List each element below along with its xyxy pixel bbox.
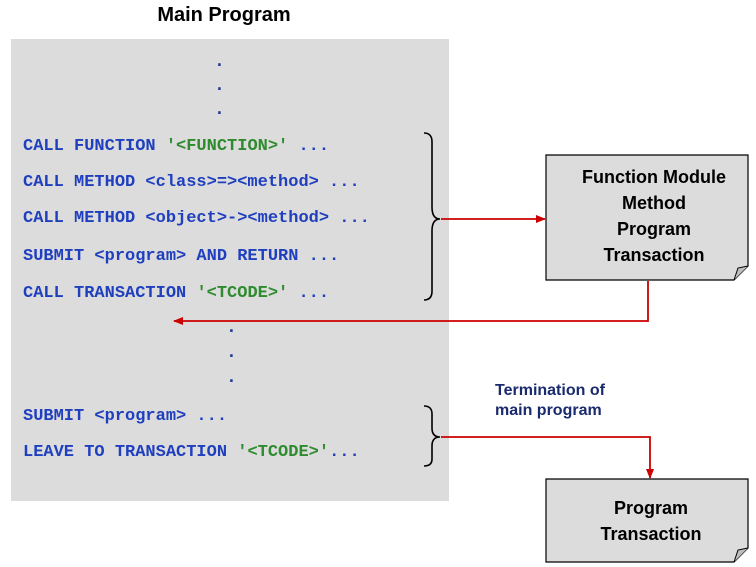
code-tail: ... [288,284,330,303]
ellipsis-dot: . [214,100,225,120]
folded-corner [733,265,749,281]
ellipsis-dot: . [214,52,225,72]
box-label-line: Function Module [582,167,726,187]
code-line-submit: SUBMIT <program> ... [23,407,227,426]
ellipsis-dot: . [226,368,237,388]
folded-corner [733,547,749,563]
code-line-call-method-class: CALL METHOD <class>=><method> ... [23,173,360,192]
function-module-box-label: Function Module Method Program Transacti… [556,164,752,268]
code-keyword: CALL METHOD <class>=><method> ... [23,173,360,192]
code-tail: ... [329,443,360,462]
note-line: Termination of [495,382,605,399]
box-label-line: Method [622,193,686,213]
code-line-call-transaction: CALL TRANSACTION '<TCODE>' ... [23,284,329,303]
box-label-line: Transaction [600,524,702,544]
code-line-call-function: CALL FUNCTION '<FUNCTION>' ... [23,137,329,156]
code-line-submit-return: SUBMIT <program> AND RETURN ... [23,247,339,266]
diagram-title: Main Program [157,4,291,26]
box-label-line: Program [616,219,692,239]
terminate-arrow [441,436,654,479]
ellipsis-dot: . [226,343,237,363]
code-keyword: CALL TRANSACTION [23,284,197,303]
code-line-call-method-object: CALL METHOD <object>-><method> ... [23,209,370,228]
box-label-line: Program [613,498,689,518]
ellipsis-dot: . [226,318,237,338]
code-string: '<TCODE>' [196,284,289,303]
code-string: '<TCODE>' [237,443,330,462]
program-transaction-box-label: Program Transaction [553,495,749,547]
return-arrow [173,281,649,325]
code-line-leave-to-transaction: LEAVE TO TRANSACTION '<TCODE>'... [23,443,360,462]
code-keyword: LEAVE TO TRANSACTION [23,443,238,462]
right-brace [423,132,441,301]
code-tail: ... [288,137,330,156]
code-keyword: CALL METHOD <object>-><method> ... [23,209,370,228]
code-keyword: SUBMIT <program> ... [23,407,228,426]
code-keyword: SUBMIT <program> AND RETURN ... [23,247,340,266]
ellipsis-dot: . [214,76,225,96]
note-line: main program [495,402,602,419]
code-string: '<FUNCTION>' [165,137,289,156]
main-program-panel [11,39,449,501]
right-brace [423,405,441,467]
code-keyword: CALL FUNCTION [23,137,166,156]
termination-note: Termination of main program [495,381,605,421]
box-label-line: Transaction [603,245,705,265]
